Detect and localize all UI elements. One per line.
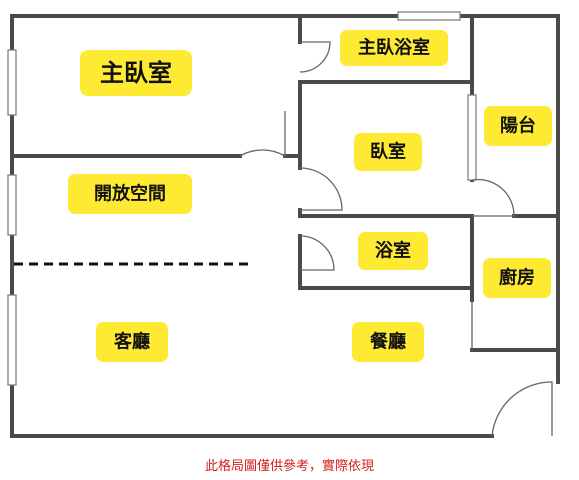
room-dining-room: 餐廳 <box>352 322 424 362</box>
room-label: 主臥浴室 <box>358 37 430 59</box>
disclaimer-note: 此格局圖僅供參考，實際依現 <box>204 459 374 474</box>
room-label: 客廳 <box>114 331 150 353</box>
room-open-space: 開放空間 <box>68 174 192 214</box>
room-label: 陽台 <box>500 115 536 137</box>
room-label: 主臥室 <box>100 59 172 87</box>
room-kitchen: 廚房 <box>483 258 551 298</box>
doors <box>239 41 553 437</box>
room-living-room: 客廳 <box>96 322 168 362</box>
room-balcony: 陽台 <box>484 106 552 146</box>
room-bedroom: 臥室 <box>354 133 422 171</box>
room-master-bath: 主臥浴室 <box>340 30 448 66</box>
room-label: 開放空間 <box>94 183 166 205</box>
room-bathroom: 浴室 <box>358 232 428 270</box>
room-label: 臥室 <box>370 141 406 163</box>
room-master-bedroom: 主臥室 <box>80 50 192 96</box>
room-label: 浴室 <box>375 240 411 262</box>
windows <box>7 11 477 386</box>
room-label: 廚房 <box>499 267 535 289</box>
room-label: 餐廳 <box>369 331 406 353</box>
